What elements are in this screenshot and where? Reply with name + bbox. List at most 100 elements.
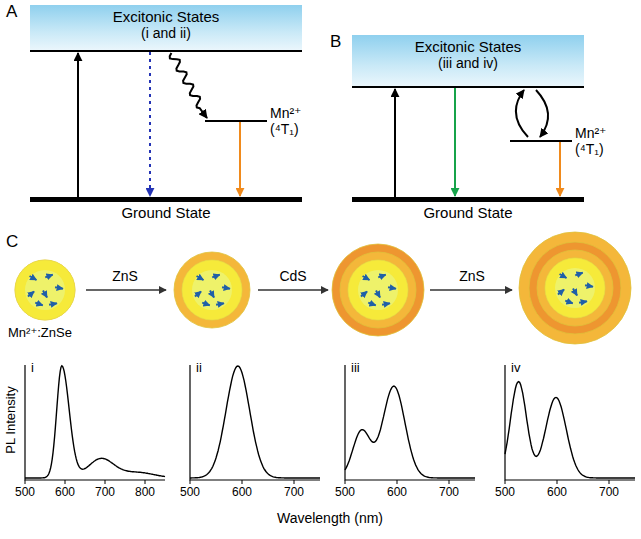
mn-spin [210,291,214,298]
mn-spin [45,275,53,278]
nanocrystal-shell [545,258,605,318]
axis-tick [65,480,66,484]
nanocrystal-core [545,258,605,318]
plot-index: i [31,361,34,376]
arrow-path [149,52,151,196]
plot-index: iv [511,361,520,376]
shell-label: CdS [279,268,306,284]
tick-label: 500 [495,486,515,500]
shell-label: ZnS [459,268,485,284]
level-label: Mn²⁺ (⁴T₁) [575,125,621,157]
pl-spectrum [190,366,320,478]
plot-axis [505,365,635,480]
tick-label: 600 [232,486,252,500]
arrow-path [516,90,528,137]
nanocrystal-shell [340,252,416,328]
nanocrystal-shell [519,232,631,344]
axis-tick [449,480,450,484]
energy-band: Excitonic States(i and ii) [30,5,302,52]
tick-label: 600 [547,486,567,500]
mn-spin [30,276,37,280]
ground-level: Ground State [352,197,584,221]
axis-tick [25,480,26,484]
plot-axis [190,365,320,480]
nanocrystal-core [15,260,75,320]
level-label: (i and ii) [30,25,302,41]
transition-arrow [150,52,151,196]
pl-spectrum [345,386,475,478]
level-label: Mn²⁺ (⁴T₁) [270,105,316,137]
level-label: Ground State [30,204,302,221]
synthesis-arrow [86,289,166,291]
nanocrystal-shell [182,260,242,320]
arrow-path [559,142,561,196]
axis-tick [190,480,191,484]
mn-spin [222,287,230,288]
nanocrystal-core [348,260,408,320]
mn-spin [55,287,63,288]
mn-spin [579,301,587,302]
axis-title: Wavelength (nm) [277,510,383,526]
axis-tick [294,480,295,484]
nanocrystal-shell [348,260,408,320]
panel-letter: B [330,32,341,52]
transition-arrow [560,142,561,196]
mn-spin [368,303,376,306]
nanocrystal-shell [537,250,613,326]
axis-tick [105,480,106,484]
arrow-path [394,89,396,197]
ground-level: Ground State [30,197,302,221]
mn-spin [558,289,564,294]
mn-spin [376,291,380,298]
mn-spin [388,287,396,288]
axis-tick [609,480,610,484]
tick-label: 700 [599,486,619,500]
transition-arrow [170,53,207,118]
mn-spin [575,273,583,276]
mn-spin [378,275,386,278]
synthesis-arrow [258,289,328,291]
level-label: Excitonic States [30,8,302,25]
axis-tick [242,480,243,484]
energy-band: Excitonic States(iii and iv) [352,35,584,88]
axis-tick [397,480,398,484]
energy-level: Mn²⁺ (⁴T₁) [510,120,622,160]
axis-tick [557,480,558,484]
arrow-path [454,88,456,196]
axis-tick [505,480,506,484]
core-highlight [358,270,398,310]
mn-spin [363,276,370,280]
core-label: Mn²⁺:ZnSe [8,326,72,341]
plot-axis [25,365,165,480]
tick-label: 500 [15,486,35,500]
shell-label: ZnS [112,268,138,284]
arrow-path [239,122,241,196]
transition-arrow [455,88,456,196]
mn-spin [573,289,577,296]
tick-label: 700 [439,486,459,500]
nanocrystal-shell [529,242,621,334]
plot-index: iii [351,361,360,376]
mn-spin [565,301,573,304]
arrow-path [170,53,207,118]
tick-label: 600 [387,486,407,500]
transition-arrow [395,89,396,197]
nanocrystal-core [182,260,242,320]
tick-label: 500 [180,486,200,500]
mn-spin [585,285,593,286]
plot-axis [345,365,475,480]
nanocrystal-shell [174,252,250,328]
arrow-path [77,53,79,197]
axis-title: PL Intensity [4,386,19,453]
level-label: (iii and iv) [352,55,584,71]
mn-spin [28,291,34,296]
mn-spin [361,291,367,296]
core-highlight [192,270,232,310]
level-line [510,140,572,142]
panel-letter: C [6,232,18,252]
tick-label: 600 [55,486,75,500]
axis-tick [345,480,346,484]
mn-spin [49,303,57,304]
mn-spin [216,303,224,304]
